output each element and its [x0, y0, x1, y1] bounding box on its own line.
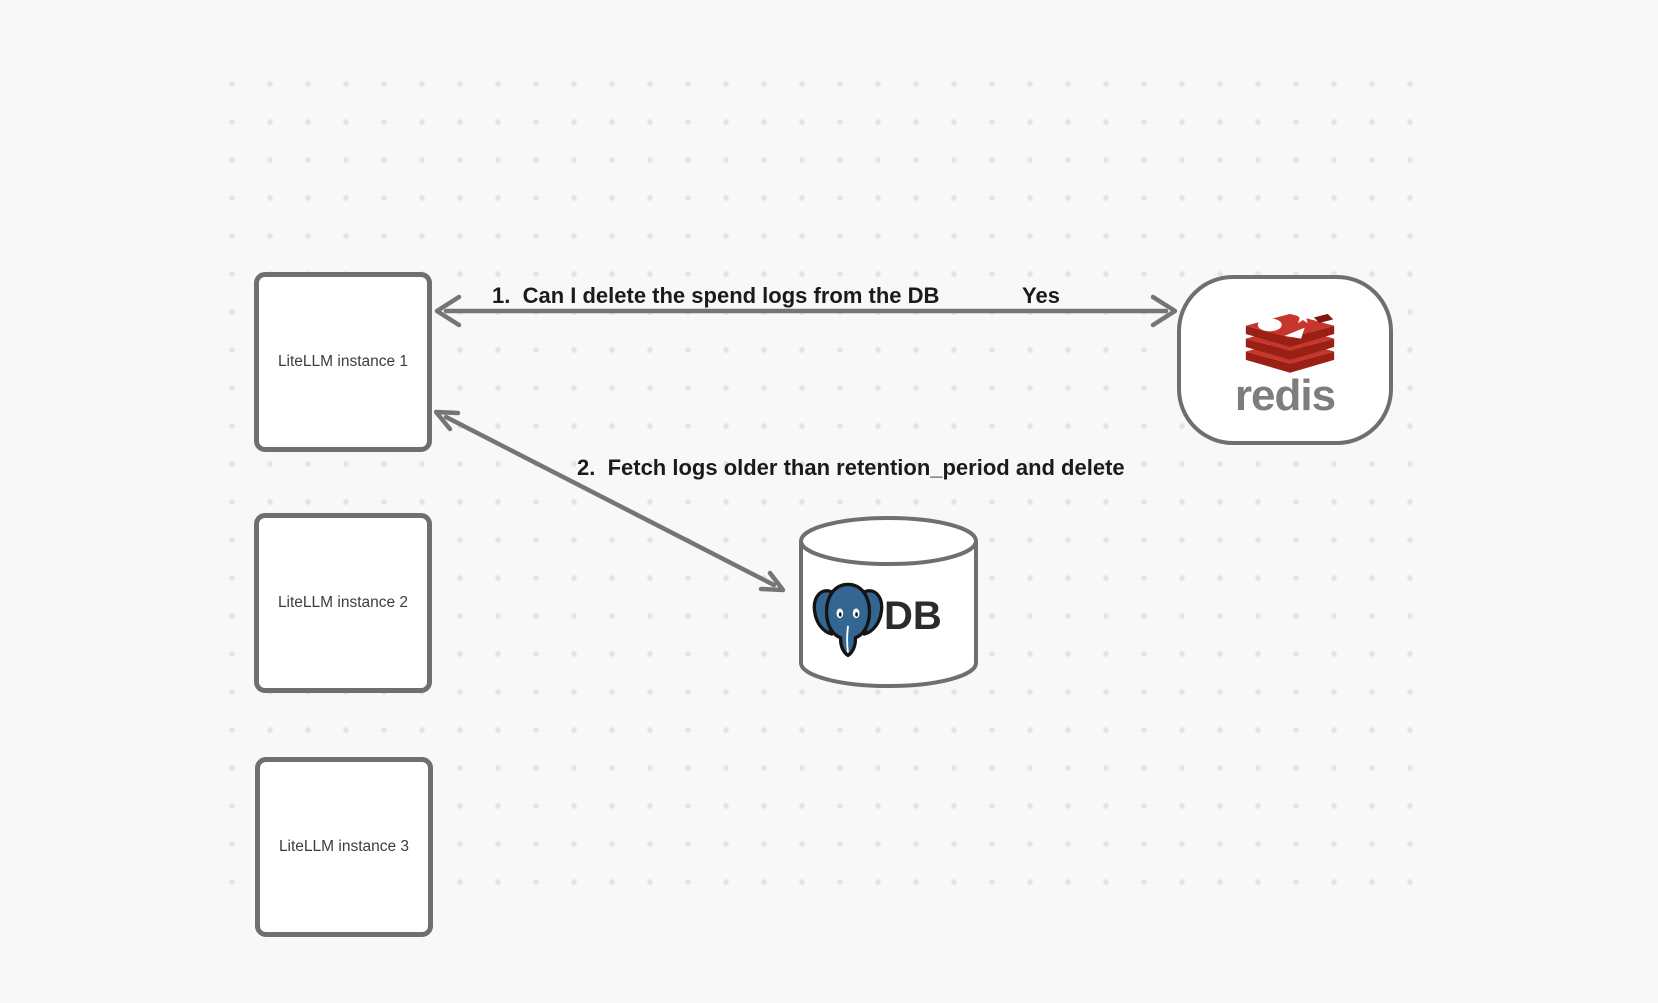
redis-logo-icon	[1245, 307, 1335, 373]
edge2-label: 2. Fetch logs older than retention_perio…	[577, 455, 1125, 480]
node-litellm-instance-2-label: LiteLLM instance 2	[277, 594, 409, 611]
edge1-label: 1. Can I delete the spend logs from the …	[492, 283, 940, 308]
db-label: DB	[884, 594, 942, 638]
node-litellm-instance-1-label: LiteLLM instance 1	[277, 353, 409, 370]
redis-wordmark: redis	[1234, 370, 1336, 420]
node-litellm-instance-3-label: LiteLLM instance 3	[278, 838, 410, 855]
node-litellm-instance-2: LiteLLM instance 2	[254, 513, 432, 693]
node-litellm-instance-3: LiteLLM instance 3	[255, 757, 433, 937]
edge1-answer-label: Yes	[1022, 283, 1060, 308]
node-redis: redis	[1177, 275, 1393, 445]
node-litellm-instance-1: LiteLLM instance 1	[254, 272, 432, 452]
postgresql-elephant-icon	[812, 582, 884, 657]
